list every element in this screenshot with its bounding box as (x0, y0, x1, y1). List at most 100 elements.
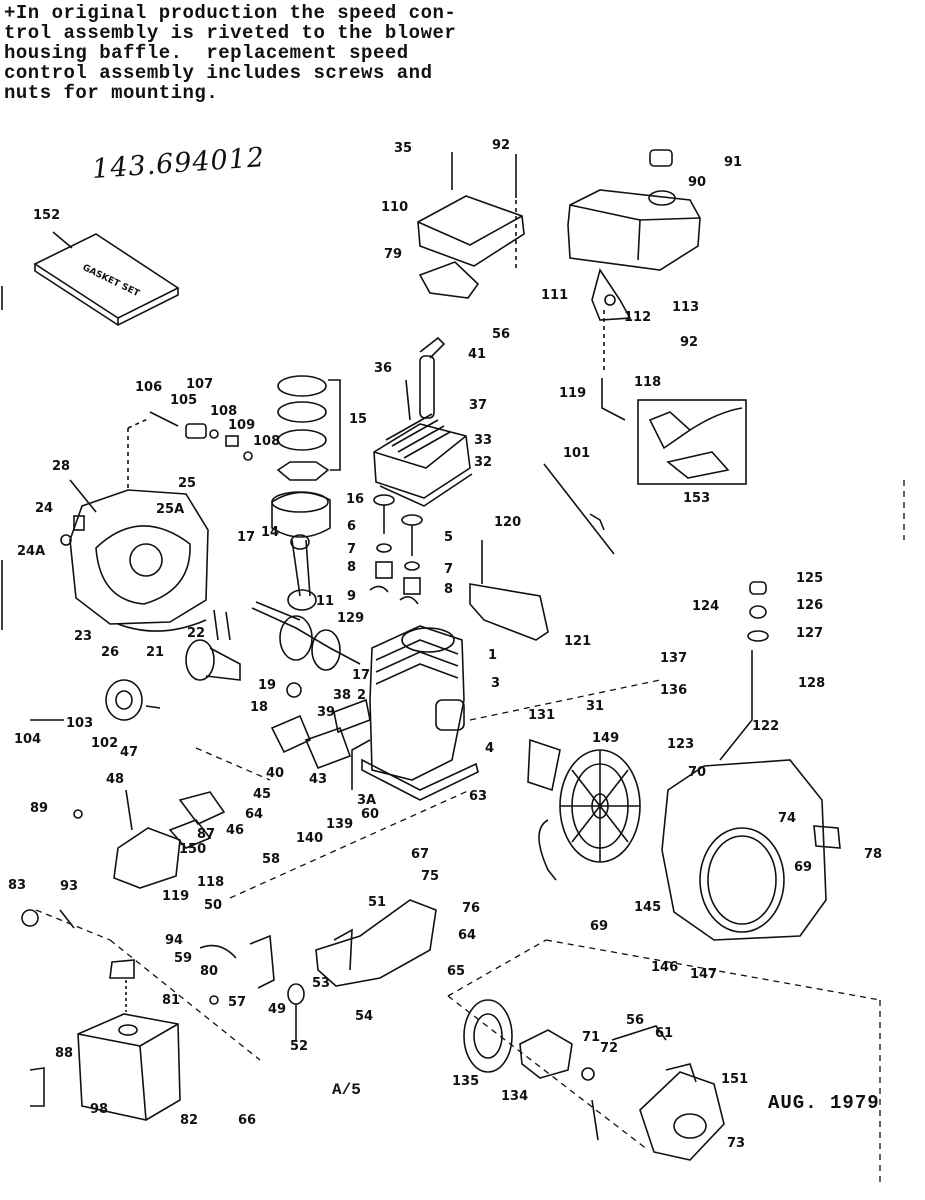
part-label-123: 123 (667, 737, 694, 752)
part-label-39: 39 (317, 705, 335, 720)
part-label-17: 17 (237, 530, 255, 545)
breaker-points (270, 682, 371, 770)
part-label-26: 26 (101, 645, 119, 660)
part-label-37: 37 (469, 398, 487, 413)
part-label-16: 16 (346, 492, 364, 507)
engine-block (351, 625, 479, 801)
part-label-73: 73 (727, 1136, 745, 1151)
part-label-79: 79 (384, 247, 402, 262)
part-label-8: 8 (444, 582, 453, 597)
part-label-56: 56 (626, 1013, 644, 1028)
part-label-106: 106 (135, 380, 162, 395)
part-label-139: 139 (326, 817, 353, 832)
part-label-11: 11 (316, 594, 334, 609)
part-label-53: 53 (312, 976, 330, 991)
part-label-52: 52 (290, 1039, 308, 1054)
part-label-125: 125 (796, 571, 823, 586)
part-label-1: 1 (488, 648, 497, 663)
part-label-69: 69 (794, 860, 812, 875)
part-label-57: 57 (228, 995, 246, 1010)
part-label-119: 119 (162, 889, 189, 904)
part-label-108: 108 (253, 434, 280, 449)
note-line-5: nuts for mounting. (4, 82, 219, 104)
part-label-22: 22 (187, 626, 205, 641)
part-label-91: 91 (724, 155, 742, 170)
part-label-90: 90 (688, 175, 706, 190)
part-label-70: 70 (688, 765, 706, 780)
carburetor (73, 789, 226, 889)
part-label-61: 61 (655, 1026, 673, 1041)
part-label-32: 32 (474, 455, 492, 470)
part-label-9: 9 (347, 589, 356, 604)
part-label-24: 24 (35, 501, 53, 516)
part-label-74: 74 (778, 811, 796, 826)
part-label-109: 109 (228, 418, 255, 433)
fuel-tank (567, 149, 701, 321)
part-label-105: 105 (170, 393, 197, 408)
part-label-72: 72 (600, 1041, 618, 1056)
part-label-76: 76 (462, 901, 480, 916)
part-label-135: 135 (452, 1074, 479, 1089)
part-label-113: 113 (672, 300, 699, 315)
part-label-128: 128 (798, 676, 825, 691)
part-label-120: 120 (494, 515, 521, 530)
part-label-63: 63 (469, 789, 487, 804)
lower-fuel-tank (29, 959, 181, 1121)
part-label-15: 15 (349, 412, 367, 427)
part-label-3A: 3A (357, 793, 376, 808)
governor-rod (543, 463, 615, 555)
part-label-14: 14 (261, 525, 279, 540)
part-label-50: 50 (204, 898, 222, 913)
camshaft (185, 609, 241, 681)
part-label-124: 124 (692, 599, 719, 614)
part-label-82: 82 (180, 1113, 198, 1128)
part-label-93: 93 (60, 879, 78, 894)
part-label-107: 107 (186, 377, 213, 392)
part-label-38: 38 (333, 688, 351, 703)
note-line-2: trol assembly is riveted to the blower (4, 22, 457, 44)
piston-and-rod (271, 491, 331, 611)
part-label-25A: 25A (156, 502, 184, 517)
part-label-150: 150 (179, 842, 206, 857)
part-label-118: 118 (197, 875, 224, 890)
part-label-111: 111 (541, 288, 568, 303)
part-label-28: 28 (52, 459, 70, 474)
part-label-121: 121 (564, 634, 591, 649)
crankshaft (251, 601, 361, 671)
part-label-48: 48 (106, 772, 124, 787)
part-label-118: 118 (634, 375, 661, 390)
part-label-151: 151 (721, 1072, 748, 1087)
ignition-coil (30, 679, 161, 721)
part-label-65: 65 (447, 964, 465, 979)
crankcase-cover (60, 417, 209, 632)
part-label-137: 137 (660, 651, 687, 666)
part-label-122: 122 (752, 719, 779, 734)
part-label-104: 104 (14, 732, 41, 747)
part-label-19: 19 (258, 678, 276, 693)
part-label-94: 94 (165, 933, 183, 948)
part-label-49: 49 (268, 1002, 286, 1017)
part-label-145: 145 (634, 900, 661, 915)
part-label-46: 46 (226, 823, 244, 838)
cylinder-baffle (469, 540, 549, 641)
part-label-7: 7 (444, 562, 453, 577)
part-label-147: 147 (690, 967, 717, 982)
rewind-starter (463, 999, 725, 1161)
part-label-146: 146 (651, 960, 678, 975)
valves (369, 494, 423, 605)
part-label-54: 54 (355, 1009, 373, 1024)
part-label-35: 35 (394, 141, 412, 156)
part-label-58: 58 (262, 852, 280, 867)
part-label-80: 80 (200, 964, 218, 979)
part-label-110: 110 (381, 200, 408, 215)
cylinder-head (373, 336, 473, 507)
part-label-140: 140 (296, 831, 323, 846)
part-label-59: 59 (174, 951, 192, 966)
part-label-98: 98 (90, 1102, 108, 1117)
part-label-103: 103 (66, 716, 93, 731)
note-line-3: housing baffle. replacement speed (4, 42, 409, 64)
choke-inset (601, 310, 747, 485)
part-label-56: 56 (492, 327, 510, 342)
